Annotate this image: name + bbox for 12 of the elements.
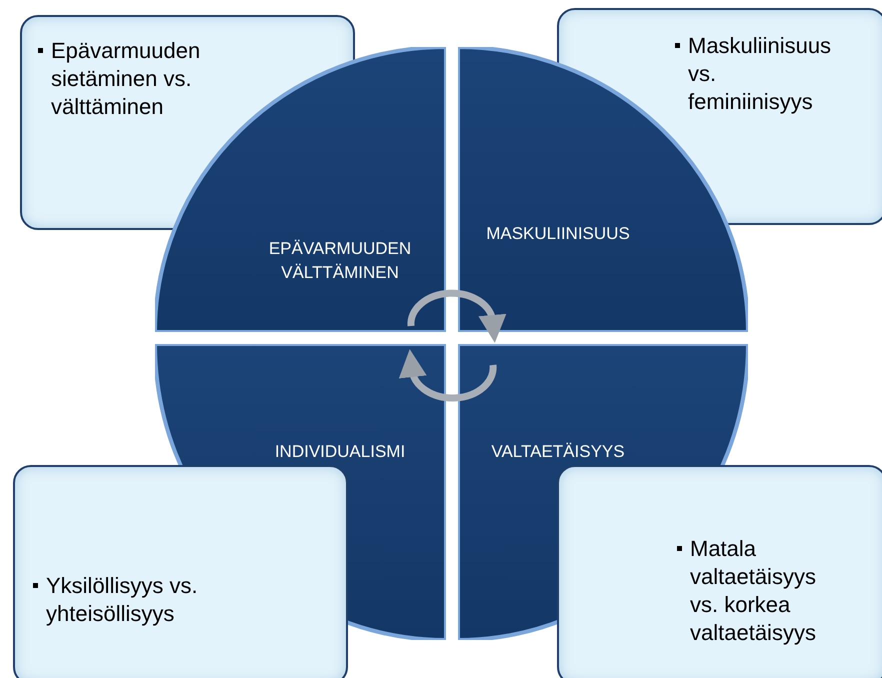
segment-label: VALTAETÄISYYS: [490, 441, 626, 463]
segment-label: EPÄVARMUUDEN VÄLTTÄMINEN: [268, 238, 412, 284]
segment-label: MASKULIINISUUS: [485, 223, 631, 245]
text-card: [13, 465, 348, 678]
card-text: Maskuliinisuus vs. feminiinisyys: [688, 32, 832, 116]
text-card: [557, 465, 882, 678]
segment-label: INDIVIDUALISMI: [274, 441, 406, 463]
card-text: Epävarmuuden sietäminen vs. välttäminen: [51, 37, 202, 121]
card-text: Matala valtaetäisyys vs. korkea valtaetäisyys: [690, 535, 817, 647]
curved-arrow: [400, 349, 497, 402]
curved-arrow: [408, 290, 506, 343]
card-text: Yksilöllisyys vs. yhteisöllisyys: [46, 572, 199, 628]
